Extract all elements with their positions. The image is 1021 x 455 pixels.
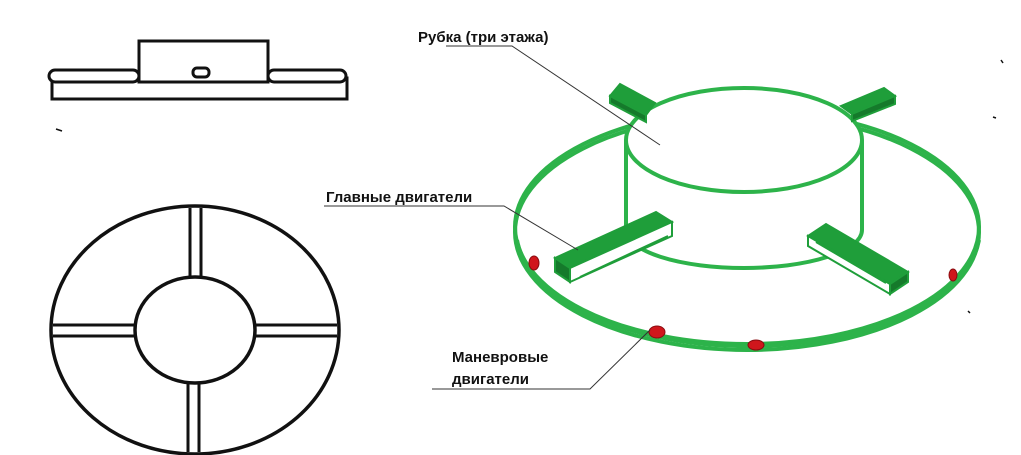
main-engine-front-left [552, 210, 675, 284]
stray-marks [55, 59, 1004, 314]
side-right-wing [266, 68, 348, 84]
side-view [47, 39, 349, 101]
label-cabin: Рубка (три этажа) [418, 29, 548, 46]
top-outer-ring [49, 204, 341, 455]
label-maneuver-line1: Маневровые [452, 349, 548, 366]
thruster-right [948, 268, 958, 282]
thruster-left [528, 255, 540, 271]
main-engine-blocks [552, 82, 910, 296]
main-engine-back-left [608, 82, 657, 124]
label-main-engines: Главные двигатели [326, 189, 472, 206]
thruster-front-left [648, 325, 666, 339]
side-engine-nozzle [191, 66, 211, 79]
top-inner-cabin [133, 275, 257, 385]
side-left-wing [47, 68, 141, 84]
maneuver-thrusters [528, 255, 958, 351]
thruster-front [747, 339, 765, 351]
main-engine-back-right [838, 86, 898, 123]
top-view [49, 204, 341, 455]
label-maneuver-line2: двигатели [452, 371, 529, 388]
leader-lines [324, 45, 661, 390]
cabin-top [624, 86, 864, 194]
side-cabin [137, 39, 270, 84]
perspective-view [513, 86, 981, 352]
main-engine-front-right [806, 222, 910, 296]
